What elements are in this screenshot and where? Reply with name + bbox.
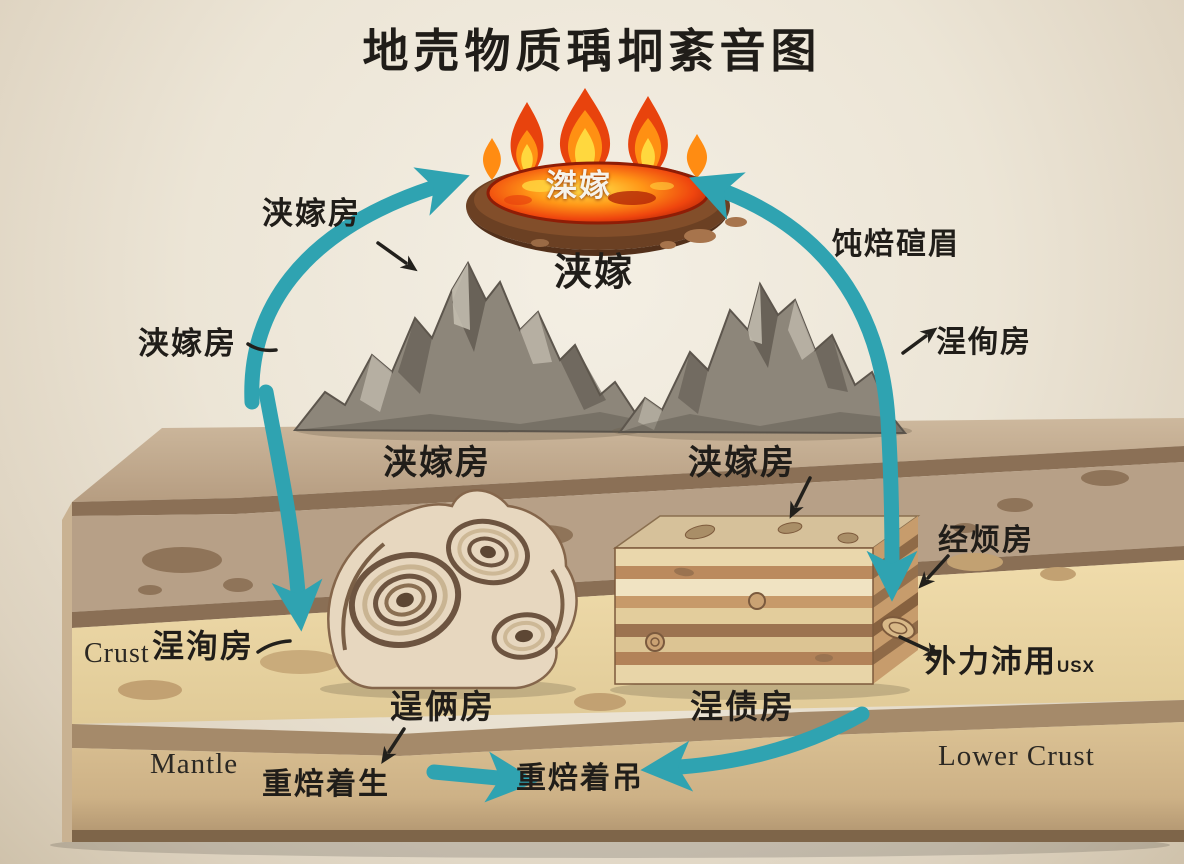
pointer-external-force <box>898 635 941 657</box>
label-burial-right: 经烦房 <box>938 524 1034 557</box>
pointer-remelt-left <box>381 727 406 764</box>
pointer-chamber-upper <box>376 241 418 272</box>
label-chamber-lower: 浃嫁房 <box>138 326 237 361</box>
label-metamorphic-rock: 逞俩房 <box>390 688 495 725</box>
igneous-mountain-left <box>292 260 658 441</box>
cycle-arrow-bottom-left <box>426 751 538 803</box>
label-weathering-right: 浧侚房 <box>936 326 1032 359</box>
magma-pool <box>466 88 747 256</box>
cycle-arrow-left-down <box>258 384 323 632</box>
pointer-igneous-right <box>789 476 812 519</box>
label-remelt-bottom-left: 重焙着生 <box>262 768 390 801</box>
label-weathering-left: 浧洵房 <box>152 628 255 664</box>
ground-bottom-edge <box>72 830 1184 842</box>
label-remelt-bottom-center: 重焙着吊 <box>516 762 644 795</box>
magma-label: 浃嫁 <box>554 252 635 294</box>
cycle-arrow-bottom-right <box>640 706 870 792</box>
ground-dark-band <box>72 700 1184 756</box>
label-chamber-upper: 浃嫁房 <box>262 196 361 231</box>
cycle-arrow-left-up <box>244 167 470 410</box>
sedimentary-layered-block <box>610 515 921 700</box>
metamorphic-folded-rock <box>320 489 578 699</box>
log-fossil <box>880 616 916 640</box>
label-external-force: 外力沛用USX <box>925 646 1095 677</box>
ground-lower-crust-layer <box>72 722 1184 830</box>
diagram-title: 地売物质瑀坰紊音图 <box>362 25 822 77</box>
flame-icon <box>483 88 708 182</box>
label-sedimentary-rock: 浧债房 <box>690 688 795 725</box>
ground-left-side-face <box>62 502 72 842</box>
label-igneous-right: 浃嫁房 <box>688 444 796 482</box>
external-force-suffix: USX <box>1057 657 1095 676</box>
label-mantle: Mantle <box>150 748 239 780</box>
lava-texture <box>504 180 674 205</box>
leader-weathering-left <box>256 639 292 654</box>
cycle-arrow-right <box>688 172 918 602</box>
sediment-strata <box>614 547 874 685</box>
pointer-weathering-right <box>901 327 938 355</box>
magma-pool-label: 滐嫁 <box>546 168 612 203</box>
pointer-burial-right <box>918 554 950 589</box>
external-force-text: 外力沛用 <box>925 644 1057 679</box>
soil-blobs-sand <box>118 553 1076 711</box>
label-lower-crust: Lower Crust <box>938 740 1095 772</box>
label-igneous-left: 浃嫁房 <box>383 444 491 482</box>
label-crust: Crust <box>84 638 150 669</box>
leader-chamber-left <box>246 342 278 353</box>
label-remelt-upper-right: 饨焙碹眉 <box>832 228 960 261</box>
